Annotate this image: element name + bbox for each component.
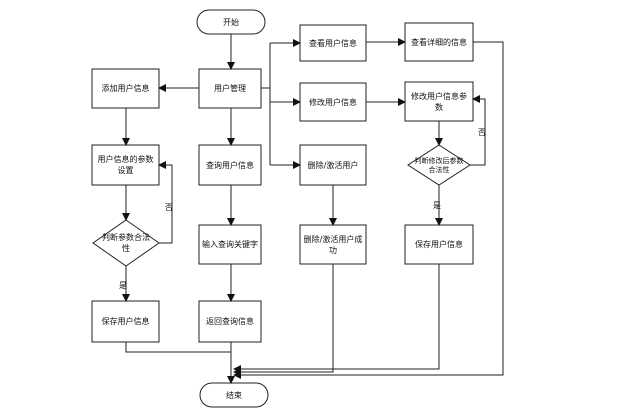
edge-label-yes-right: 是 xyxy=(433,201,441,210)
edge-delete-success-merge xyxy=(233,264,334,376)
edge-check-valid-no-loop xyxy=(158,161,173,244)
return-result-box xyxy=(198,300,262,343)
edge-label-yes-left: 是 xyxy=(119,281,127,290)
modify-params-box xyxy=(404,81,474,122)
edge-label-no-left: 否 xyxy=(165,203,173,212)
view-detail-box xyxy=(404,22,474,62)
input-keyword-box xyxy=(198,224,262,265)
delete-user-box xyxy=(299,144,367,186)
check-modified-diamond xyxy=(407,144,471,186)
edge-save-left-merge xyxy=(125,342,231,353)
query-user-box xyxy=(198,144,262,186)
view-user-box xyxy=(299,24,367,62)
delete-success-box xyxy=(299,224,367,265)
modify-user-box xyxy=(299,82,367,122)
save-user-right-box xyxy=(404,224,474,265)
start-terminal xyxy=(196,9,266,35)
end-terminal xyxy=(199,382,269,408)
edge-check-no-loop xyxy=(470,95,486,166)
edge-label-no-right: 否 xyxy=(478,128,486,137)
save-user-left-box xyxy=(91,300,160,343)
check-valid-diamond xyxy=(92,219,160,267)
edge-detail-merge xyxy=(233,41,504,379)
user-mgmt-box xyxy=(198,68,262,109)
add-user-box xyxy=(91,68,160,109)
edge-save-right-merge xyxy=(233,264,440,373)
param-setup-box xyxy=(91,144,160,186)
